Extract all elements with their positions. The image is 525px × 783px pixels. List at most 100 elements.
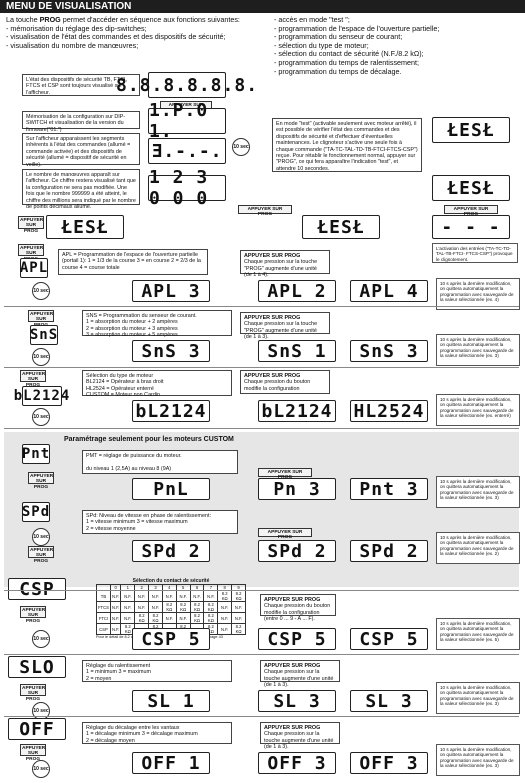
intro-right-item: sélection du type de moteur; [274, 41, 522, 51]
display-csp-2: CSP 5 [258, 628, 336, 650]
page-title: MENU DE VISUALISATION [6, 1, 132, 12]
timer-icon: 10 sec [32, 528, 50, 546]
intro-right-item: programmation du temps de ralentissement… [274, 58, 522, 68]
prog-button[interactable]: APPUYER SUR PROG [238, 205, 292, 217]
prog-button[interactable]: APPUYER SUR PROG [28, 472, 54, 490]
display-pmt-2: Pn 3 [258, 478, 336, 500]
display-motor-2: bL2124 [258, 400, 336, 422]
prog-button[interactable]: APPUYER SUR PROG [20, 370, 46, 388]
intro-right-list: accès en mode "test "; programmation de … [274, 15, 522, 77]
display-pmt-3: Pnt 3 [350, 478, 428, 500]
info-apl: APL = Programmation de l'espace de l'ouv… [58, 249, 208, 275]
custom-title: Paramétrage seulement pour les moteurs C… [64, 436, 234, 443]
display-test-3: ŁESŁ [46, 215, 124, 239]
display-apl-1: APL 3 [132, 280, 210, 302]
display-sns-3: SnS 3 [350, 340, 428, 362]
info-auto-save: 10 s après la dernière modification, on … [436, 682, 520, 714]
row-separator [4, 367, 519, 368]
info-dip: Mémorisation de la configuration sur DIP… [22, 111, 140, 133]
prog-label: APPUYER SUR PROG [244, 373, 301, 379]
display-spd-2: SPd 2 [258, 540, 336, 562]
row-separator [4, 428, 519, 429]
prog-button[interactable]: APPUYER SUR PROG [258, 528, 312, 540]
info-status: L'état des dispositifs de sécurité TB, F… [22, 74, 140, 96]
prog-button[interactable]: APPUYER SUR PROG [258, 468, 312, 480]
display-csp-3: CSP 5 [350, 628, 428, 650]
prog-button[interactable]: APPUYER SUR PROG [18, 244, 44, 262]
info-slow: Réglage du ralentissement 1 = minimum 3 … [82, 660, 232, 682]
intro-left-item: visualisation du nombre de manœuvres; [6, 41, 266, 51]
prog-button[interactable]: APPUYER SUR PROG [28, 310, 54, 328]
row-separator [4, 306, 519, 307]
info-sns: SNS = Programmation du senseur de couran… [82, 310, 232, 338]
info-auto-save: 10 s après la dernière modification, on … [436, 476, 520, 508]
display-sns-1: SnS 3 [132, 340, 210, 362]
timer-icon: 10 sec [232, 138, 250, 156]
prog-button[interactable]: APPUYER SUR PROG [20, 606, 46, 624]
prog-button[interactable]: APPUYER SUR PROG [20, 684, 46, 702]
intro-left-item: mémorisation du réglage des dip-switches… [6, 24, 266, 34]
display-offset-1: OFF 1 [132, 752, 210, 774]
timer-icon: 10 sec [32, 348, 50, 366]
prog-button[interactable]: APPUYER SUR PROG [28, 546, 54, 564]
info-motor: Sélection du type de moteur BL2124 = Opé… [82, 370, 232, 398]
info-auto-save: 10 s après la dernière modification, on … [436, 744, 520, 776]
display-csp-0: CSP [8, 578, 66, 600]
page-header: MENU DE VISUALISATION [0, 0, 525, 13]
csp-table-title: Sélection du contact de sécurité [132, 578, 210, 584]
prog-button[interactable]: APPUYER SUR PROG [18, 216, 44, 234]
row-separator [4, 716, 519, 717]
display-sns-2: SnS 1 [258, 340, 336, 362]
prog-label: APPUYER SUR PROG [244, 253, 301, 259]
intro-right-item: programmation du temps de décalage. [274, 67, 522, 77]
intro-right-item: sélection du contact de sécurité (N.F./8… [274, 50, 522, 59]
display-motor-3: HL2524 [350, 400, 428, 422]
prog-label: APPUYER SUR PROG [264, 597, 321, 603]
info-segments: Sur l'afficheur apparaissent les segment… [22, 133, 140, 168]
intro-right-item: accès en mode "test "; [274, 15, 522, 25]
intro-left-item: visualisation de l'état des commandes et… [6, 33, 266, 42]
timer-icon: 10 sec [32, 760, 50, 778]
display-sns-0: SnS [29, 325, 59, 345]
intro-right-item: programmation de l'espace de l'ouverture… [274, 24, 522, 34]
display-pmt-0: Pnt [21, 444, 51, 464]
display-slow-3: SL 3 [350, 690, 428, 712]
prog-button[interactable]: APPUYER SUR PROG [20, 744, 46, 762]
display-status: 8.8.8.8.8.8. [116, 72, 257, 98]
display-apl-2: APL 2 [258, 280, 336, 302]
display-slow-2: SL 3 [258, 690, 336, 712]
info-pmt: PMT = réglage de puissance du moteur. du… [82, 450, 238, 474]
prog-button[interactable]: APPUYER SUR PROG [444, 205, 498, 217]
display-spd-3: SPd 2 [350, 540, 428, 562]
prog-label: APPUYER SUR PROG [244, 315, 301, 321]
timer-icon: 10 sec [32, 282, 50, 300]
display-offset-0: OFF [8, 718, 66, 740]
display-segments: Ǝ.-.-. [148, 138, 226, 164]
display-motor-0: bL2124 [13, 386, 71, 406]
timer-icon: 10 sec [32, 630, 50, 648]
display-apl-3: APL 4 [350, 280, 428, 302]
row-separator [4, 590, 519, 591]
info-spd: SPd: Niveau de vitesse en phase de ralen… [82, 510, 238, 534]
display-test-1: ŁESŁ [432, 117, 510, 143]
display-firmware: 1.P.0 1. [148, 100, 226, 142]
info-auto-save: 10 s après la dernière modification, on … [436, 394, 520, 426]
display-pmt-1: PnL [132, 478, 210, 500]
info-auto-save: 10 s après la dernière modification, on … [436, 334, 520, 366]
display-spd-1: SPd 2 [132, 540, 210, 562]
info-auto-save: 10 s après la dernière modification, on … [436, 278, 520, 310]
info-count: Le nombre de manœuvres apparaît sur l'af… [22, 169, 140, 210]
intro-left-list: mémorisation du réglage des dip-switches… [6, 24, 266, 51]
row-separator [4, 654, 519, 655]
info-test-activation: L'activation des entrées ("TA-TC-TD-TAL-… [432, 243, 518, 263]
